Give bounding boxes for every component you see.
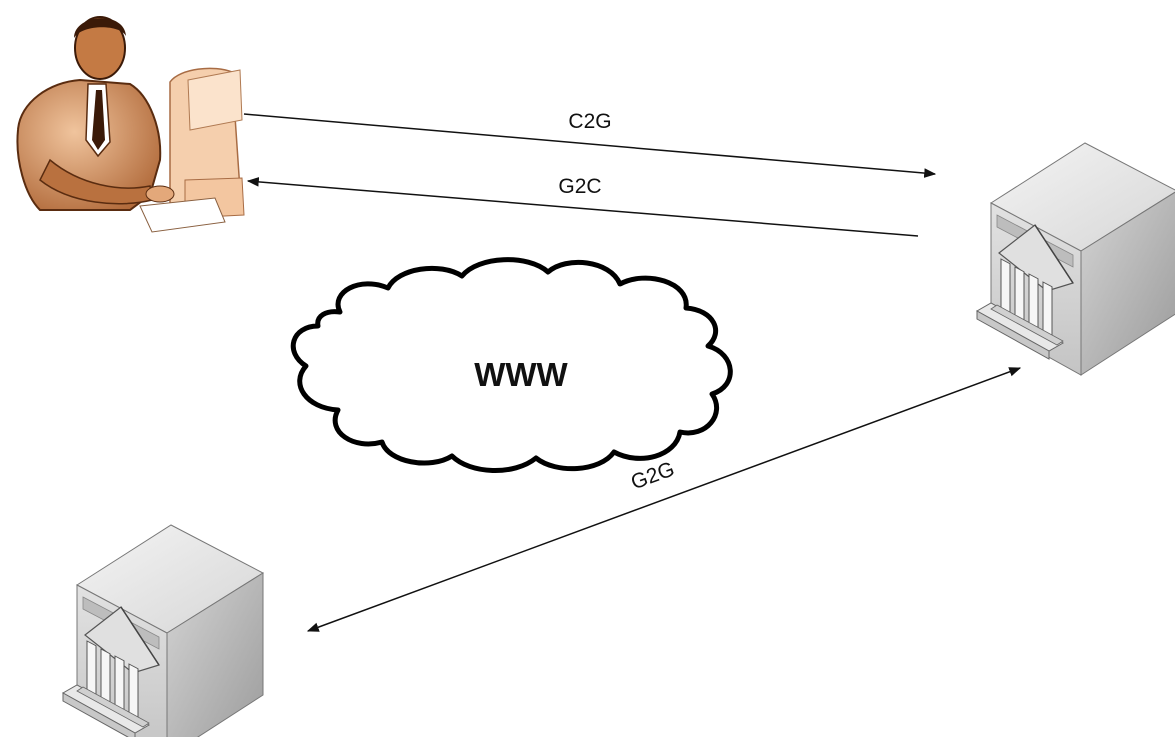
c2g-arrow [243, 113, 937, 178]
government-server-right [976, 142, 1175, 376]
cloud-label: WWW [474, 356, 568, 393]
government-server-icon [62, 524, 264, 737]
g2g-arrow [306, 367, 1022, 632]
g2c-arrow [246, 177, 919, 237]
g2c-label: G2C [558, 175, 601, 198]
cloud-node: WWW [290, 257, 733, 473]
person-at-computer-icon [16, 16, 245, 233]
g2g-label: G2G [628, 457, 678, 494]
citizen-node [16, 16, 245, 233]
government-server-icon [976, 142, 1175, 376]
government-server-left [62, 524, 264, 737]
c2g-label: C2G [568, 110, 611, 133]
